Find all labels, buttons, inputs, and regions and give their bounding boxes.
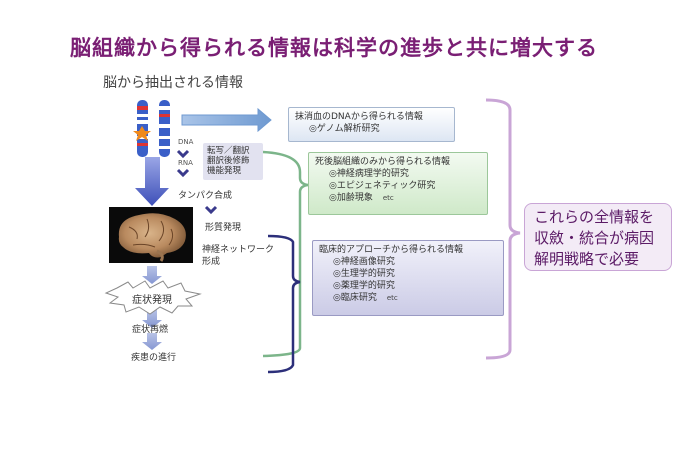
chevron-down-icon — [176, 149, 190, 159]
arrow-down-icon — [142, 266, 162, 284]
brain-image — [109, 207, 193, 263]
box-item: ◎神経病理学的研究 — [329, 169, 409, 179]
phenotype-label: 形質発現 — [205, 223, 242, 233]
etc-label: etc — [386, 294, 398, 302]
process-box: 転写／翻訳 翻訳後修飾 機能発現 — [203, 143, 263, 180]
neural-network-label-1: 神経ネットワーク — [202, 245, 275, 255]
box-item: ◎ゲノム解析研究 — [309, 124, 380, 134]
summary-box: これらの全情報を 収斂・統合が病因 解明戦略で必要 — [524, 203, 672, 271]
box-item: ◎エピジェネティック研究 — [329, 181, 436, 191]
process-line: 機能発現 — [207, 166, 242, 176]
onset-label: 症状発現 — [132, 295, 172, 306]
box-item: ◎薬理学的研究 — [333, 281, 395, 291]
protein-label: タンパク合成 — [178, 191, 233, 201]
box-title: 死後脳組織のみから得られる情報 — [315, 157, 451, 167]
process-line: 翻訳後修飾 — [207, 156, 250, 166]
box-item: ◎生理学的研究 — [333, 269, 395, 279]
chromosome-icon — [159, 100, 170, 157]
progression-label: 疾患の進行 — [131, 353, 177, 363]
dna-label: DNA — [178, 138, 194, 146]
chevron-down-icon — [204, 205, 218, 215]
box-title: 臨床的アプローチから得られる情報 — [319, 245, 464, 255]
box-title: 抹消血のDNAから得られる情報 — [295, 112, 423, 122]
mutation-star-icon — [133, 126, 151, 141]
slide-subtitle: 脳から抽出される情報 — [103, 75, 243, 91]
bracket-purple — [485, 98, 521, 360]
etc-label: etc — [382, 194, 394, 202]
rna-label: RNA — [178, 159, 193, 167]
blood-dna-info-box: 抹消血のDNAから得られる情報 ◎ゲノム解析研究 — [288, 107, 455, 142]
bracket-navy — [267, 234, 301, 374]
slide-title: 脳組織から得られる情報は科学の進歩と共に増大する — [70, 36, 598, 60]
summary-line: 解明戦略で必要 — [534, 250, 640, 268]
chevron-down-icon — [176, 168, 190, 178]
arrow-down-icon — [142, 309, 162, 328]
postmortem-info-box: 死後脳組織のみから得られる情報 ◎神経病理学的研究 ◎エピジェネティック研究 ◎… — [308, 152, 488, 215]
arrow-right-icon — [181, 107, 272, 133]
recurrence-label: 症状再燃 — [132, 325, 169, 335]
summary-line: これらの全情報を — [534, 208, 655, 226]
process-line: 転写／翻訳 — [207, 146, 250, 156]
box-item: ◎神経画像研究 — [333, 257, 395, 267]
big-down-arrow-icon — [135, 157, 169, 206]
burst-shape — [104, 280, 202, 315]
summary-line: 収斂・統合が病因 — [534, 229, 655, 247]
arrow-down-icon — [142, 333, 162, 350]
neural-network-label-2: 形成 — [202, 257, 221, 267]
clinical-info-box: 臨床的アプローチから得られる情報 ◎神経画像研究 ◎生理学的研究 ◎薬理学的研究… — [312, 240, 504, 316]
